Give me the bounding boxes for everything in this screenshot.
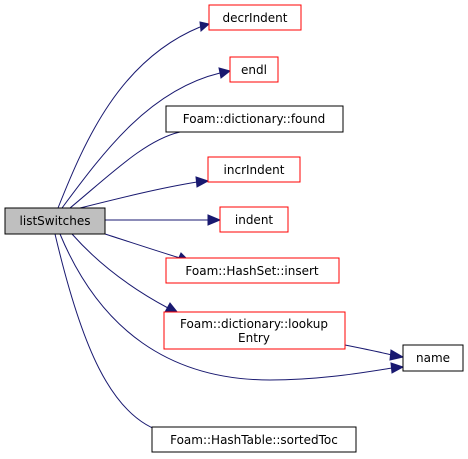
node-label: endl — [241, 63, 267, 77]
edge-listswitches-lookupentry — [71, 233, 180, 314]
edge-listswitches-decrindent — [57, 21, 211, 209]
edge-lookupentry-name — [344, 344, 405, 361]
node-label-line-1: Foam::dictionary::lookup — [180, 317, 328, 331]
node-label: indent — [235, 213, 274, 227]
node-label: Foam::dictionary::found — [183, 112, 325, 126]
node-incrindent[interactable]: incrIndent — [207, 156, 301, 183]
node-decrindent[interactable]: decrIndent — [208, 4, 302, 31]
node-label-line-2: Entry — [238, 331, 270, 345]
edge-listswitches-endl — [61, 67, 232, 209]
node-label: listSwitches — [20, 214, 91, 228]
node-dictionary-lookupentry[interactable]: Foam::dictionary::lookup Entry — [163, 311, 346, 350]
node-indent[interactable]: indent — [219, 206, 289, 233]
node-label: incrIndent — [224, 163, 285, 177]
edge-listswitches-incrindent — [79, 176, 210, 209]
edge-listswitches-found — [69, 131, 181, 209]
node-label: Foam::HashTable::sortedToc — [170, 433, 338, 447]
node-listswitches[interactable]: listSwitches — [4, 207, 106, 235]
edge-listswitches-name — [59, 233, 405, 381]
node-name[interactable]: name — [402, 344, 464, 372]
edge-listswitches-indent — [105, 214, 222, 226]
node-label: Foam::HashSet::insert — [185, 264, 318, 278]
node-hashtable-sortedtoc[interactable]: Foam::HashTable::sortedToc — [151, 426, 357, 453]
node-label: name — [416, 351, 450, 365]
edge-listswitches-sortedtoc — [54, 233, 180, 439]
node-endl[interactable]: endl — [229, 56, 279, 83]
node-hashset-insert[interactable]: Foam::HashSet::insert — [165, 257, 340, 284]
node-dictionary-found[interactable]: Foam::dictionary::found — [165, 105, 344, 133]
node-label: decrIndent — [223, 11, 288, 25]
